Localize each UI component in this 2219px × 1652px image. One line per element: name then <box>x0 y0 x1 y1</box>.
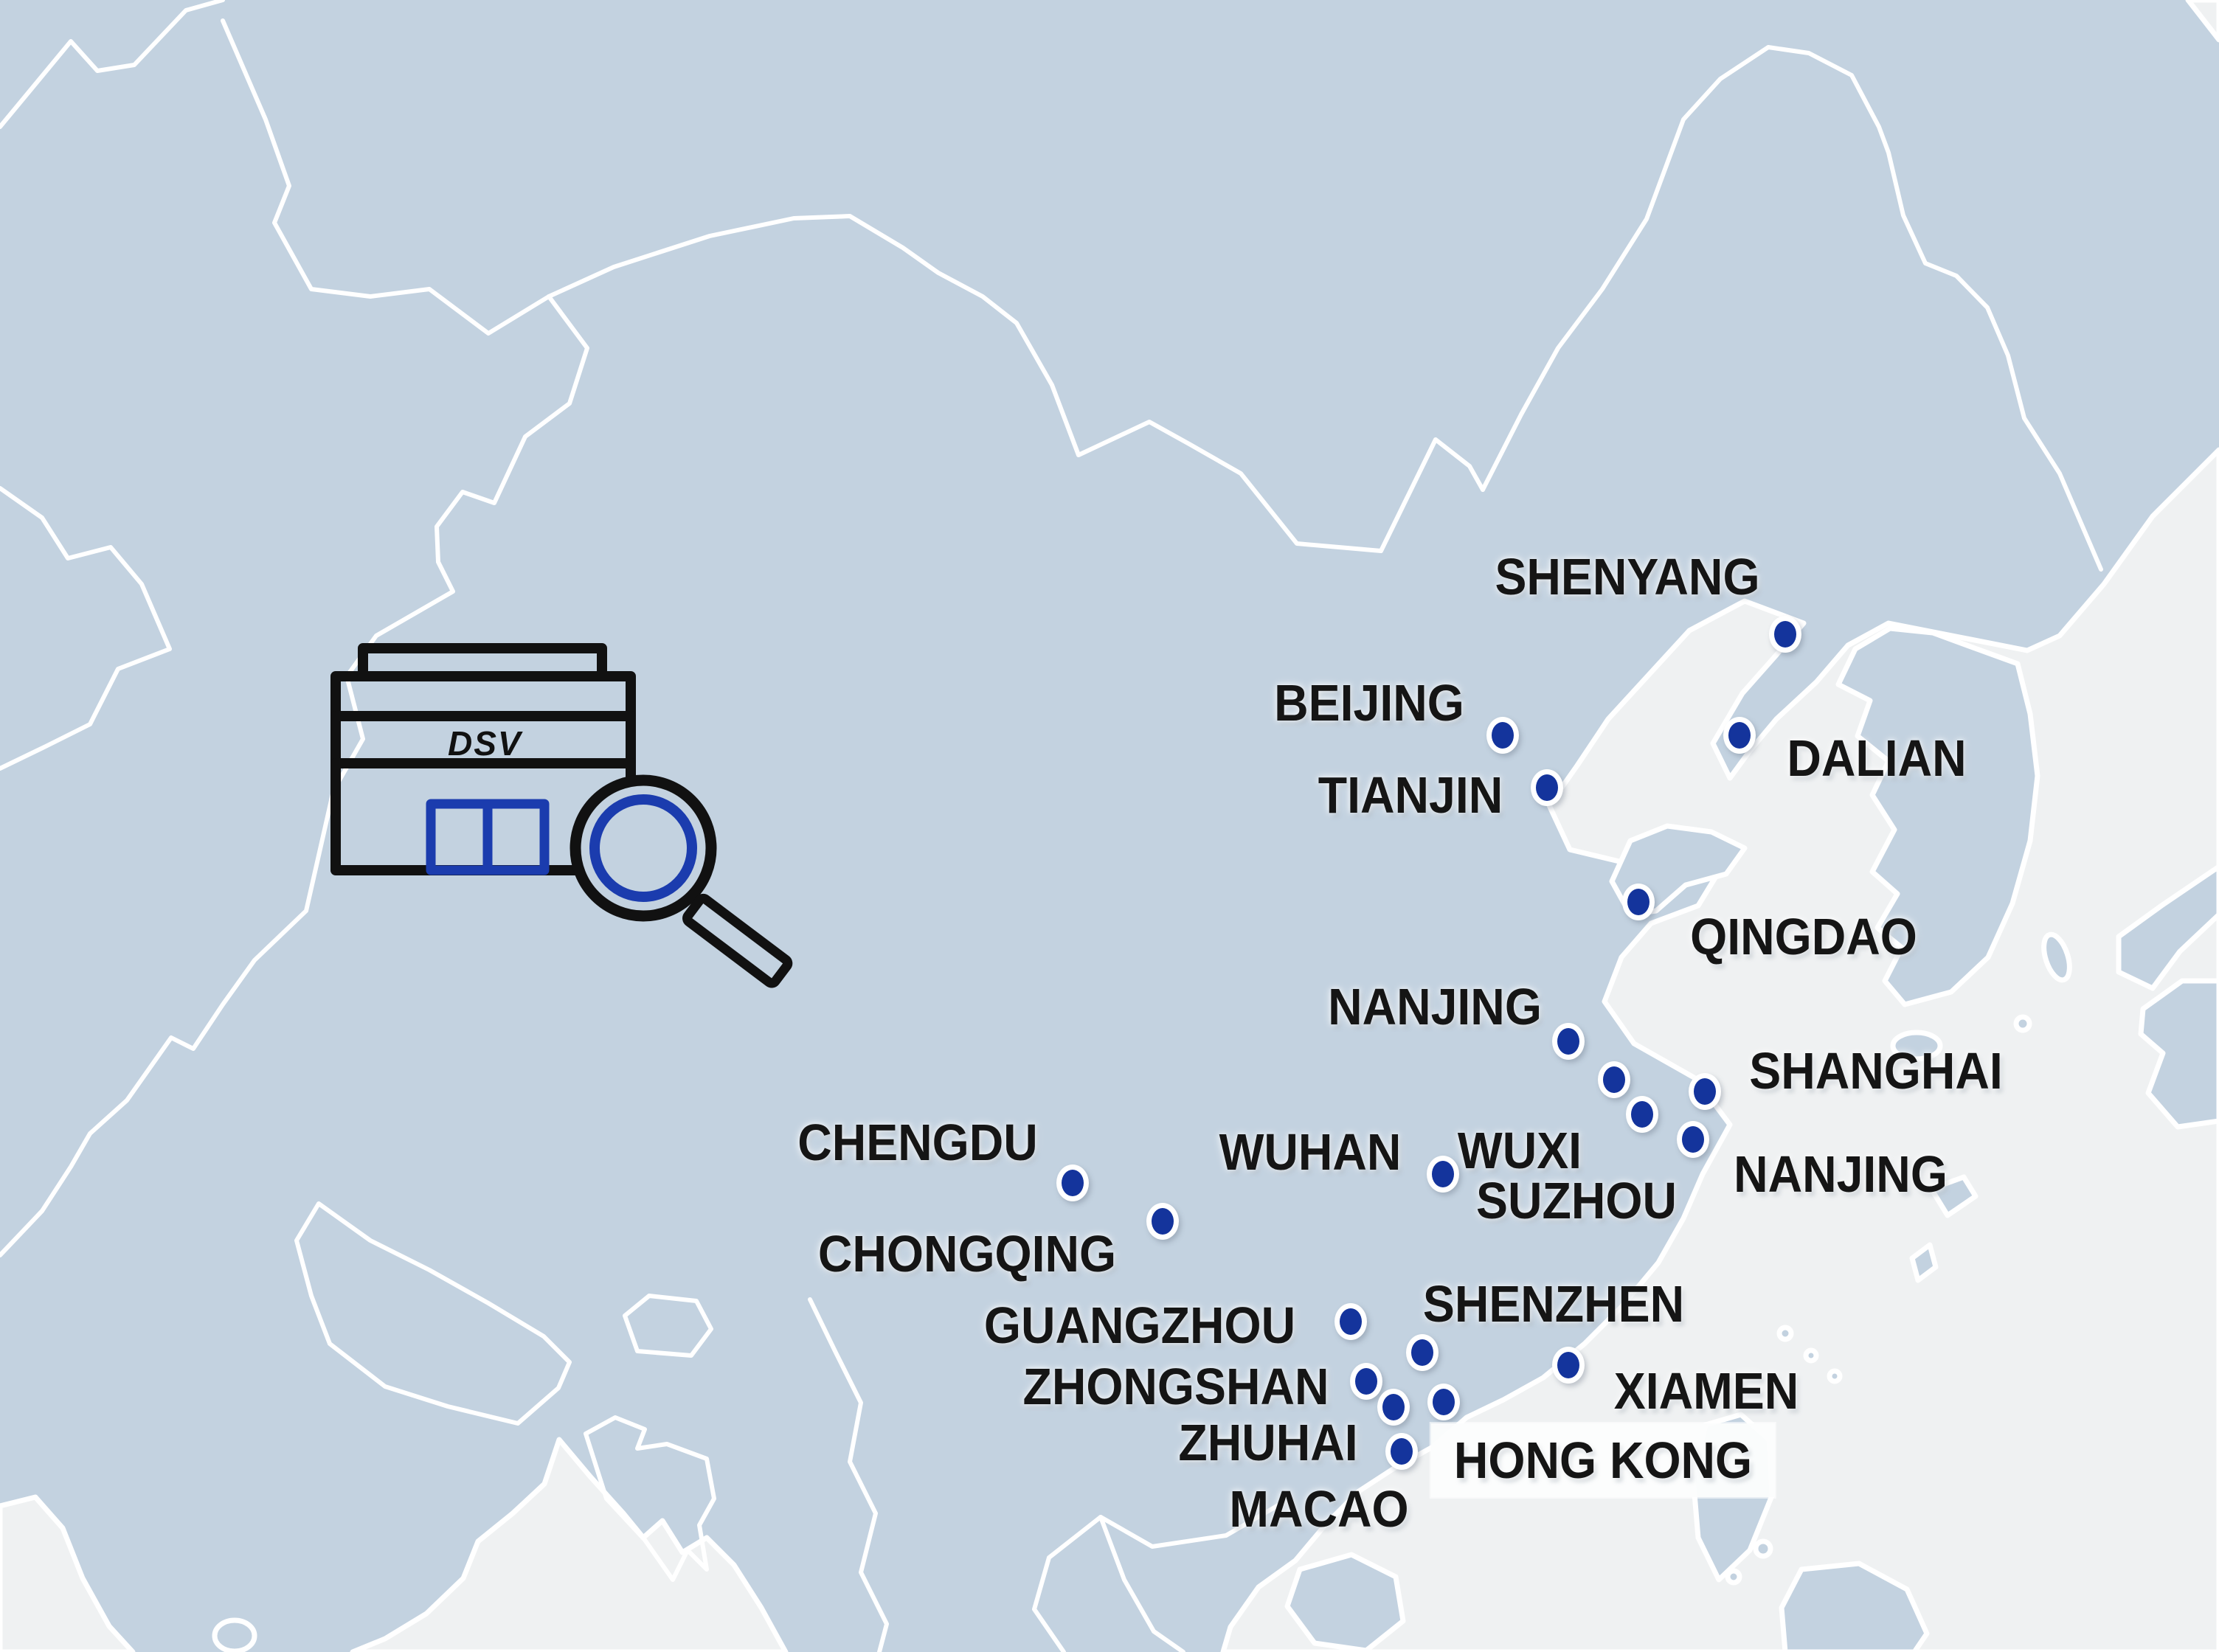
islet-1 <box>2013 1014 2032 1033</box>
city-label-shenzhen-14: SHENZHEN <box>1422 1275 1685 1333</box>
border-myanmar <box>808 1297 889 1652</box>
city-label-qingdao-4: QINGDAO <box>1690 908 1917 965</box>
border-nepal <box>294 1201 572 1426</box>
border-laos-branch <box>1098 1515 1185 1652</box>
ryukyu-islet-3 <box>1827 1368 1843 1384</box>
city-label-zhuhai-17: ZHUHAI <box>1178 1414 1358 1471</box>
city-label-guangzhou-13: GUANGZHOU <box>983 1297 1296 1354</box>
magnifier-handle <box>682 893 793 988</box>
city-label-xiamen-16: XIAMEN <box>1613 1362 1799 1420</box>
luzon-island <box>1779 1561 1930 1652</box>
city-dot-chongqing-11[interactable] <box>1146 1203 1179 1240</box>
tsushima-island <box>2041 931 2072 983</box>
city-dot-guangzhou-13[interactable] <box>1334 1303 1367 1340</box>
city-dot-nanjing-9[interactable] <box>1677 1121 1709 1158</box>
border-bhutan <box>623 1294 713 1358</box>
city-dot-wuhan-12[interactable] <box>1427 1156 1459 1193</box>
border-manchuria-russia <box>1481 45 2103 572</box>
border-kazakh-china <box>221 18 551 336</box>
magnifier-icon <box>570 774 793 988</box>
sri-lanka-island <box>212 1617 257 1652</box>
border-bangladesh <box>584 1415 716 1582</box>
islet-3 <box>1909 1242 1939 1283</box>
city-dot-zhongshan-15[interactable] <box>1350 1363 1382 1400</box>
country-borders <box>0 0 2103 1652</box>
city-label-suzhou-8: SUZHOU <box>1476 1172 1677 1229</box>
city-dot-macao-19[interactable] <box>1385 1433 1418 1470</box>
northeast-corner-sea <box>2185 0 2219 43</box>
city-label-shenyang-0: SHENYANG <box>1495 548 1760 605</box>
city-dot-tianjin-2[interactable] <box>1531 769 1563 806</box>
magnifier-lens-ring <box>589 794 697 902</box>
luzon-islet-2 <box>1725 1568 1742 1586</box>
islet-zhoushan <box>1928 1174 1979 1218</box>
city-label-tianjin-2: TIANJIN <box>1318 766 1503 824</box>
city-dot-shenyang-0[interactable] <box>1769 616 1801 653</box>
ryukyu-islet-2 <box>1803 1347 1819 1364</box>
city-label-macao-19: MACAO <box>1229 1480 1409 1538</box>
city-dot-qingdao-4[interactable] <box>1622 884 1655 920</box>
city-label-chengdu-10: CHENGDU <box>797 1114 1038 1171</box>
city-dot-suzhou-8[interactable] <box>1626 1096 1658 1133</box>
hainan-island <box>1284 1552 1406 1652</box>
korea-peninsula <box>1835 625 2040 1007</box>
border-russia-mongolia <box>547 214 1485 553</box>
japan-kyushu <box>2138 978 2219 1130</box>
arabian-sea-corner <box>0 1494 136 1652</box>
jeju-island <box>1890 1030 1943 1062</box>
border-kyrgyz-corner <box>0 486 172 771</box>
japan-west-coast <box>2116 864 2219 991</box>
city-label-chongqing-11: CHONGQING <box>817 1225 1117 1283</box>
city-label-wuhan-12: WUHAN <box>1219 1123 1402 1181</box>
city-dot-beijing-1[interactable] <box>1486 717 1519 754</box>
city-label-hong-kong-18: HONG KONG <box>1430 1423 1776 1497</box>
city-dot-wuxi-6[interactable] <box>1598 1061 1630 1098</box>
city-label-nanjing-9: NANJING <box>1734 1145 1948 1203</box>
city-label-dalian-3: DALIAN <box>1787 729 1967 787</box>
city-dot-zhuhai-17[interactable] <box>1377 1389 1410 1426</box>
city-label-nanjing-5: NANJING <box>1328 978 1542 1035</box>
city-dot-xiamen-16[interactable] <box>1552 1347 1585 1384</box>
city-label-zhongshan-15: ZHONGSHAN <box>1022 1358 1329 1415</box>
building-door-right <box>482 799 550 875</box>
city-dot-dalian-3[interactable] <box>1723 717 1756 754</box>
city-dot-chengdu-10[interactable] <box>1056 1165 1089 1201</box>
ryukyu-islet-1 <box>1776 1325 1794 1342</box>
city-dot-shanghai-7[interactable] <box>1689 1073 1721 1110</box>
city-label-shanghai-7: SHANGHAI <box>1749 1042 2003 1100</box>
dsv-logo-text: DSV <box>448 724 523 763</box>
border-northwest-corner <box>0 0 225 129</box>
city-dot-nanjing-5[interactable] <box>1552 1023 1585 1060</box>
city-label-wuxi-6: WUXI <box>1457 1122 1582 1179</box>
city-label-beijing-1: BEIJING <box>1274 674 1464 732</box>
city-dot-hong-kong-18[interactable] <box>1427 1384 1460 1420</box>
city-dot-shenzhen-14[interactable] <box>1406 1334 1439 1371</box>
luzon-islet-1 <box>1753 1538 1773 1559</box>
